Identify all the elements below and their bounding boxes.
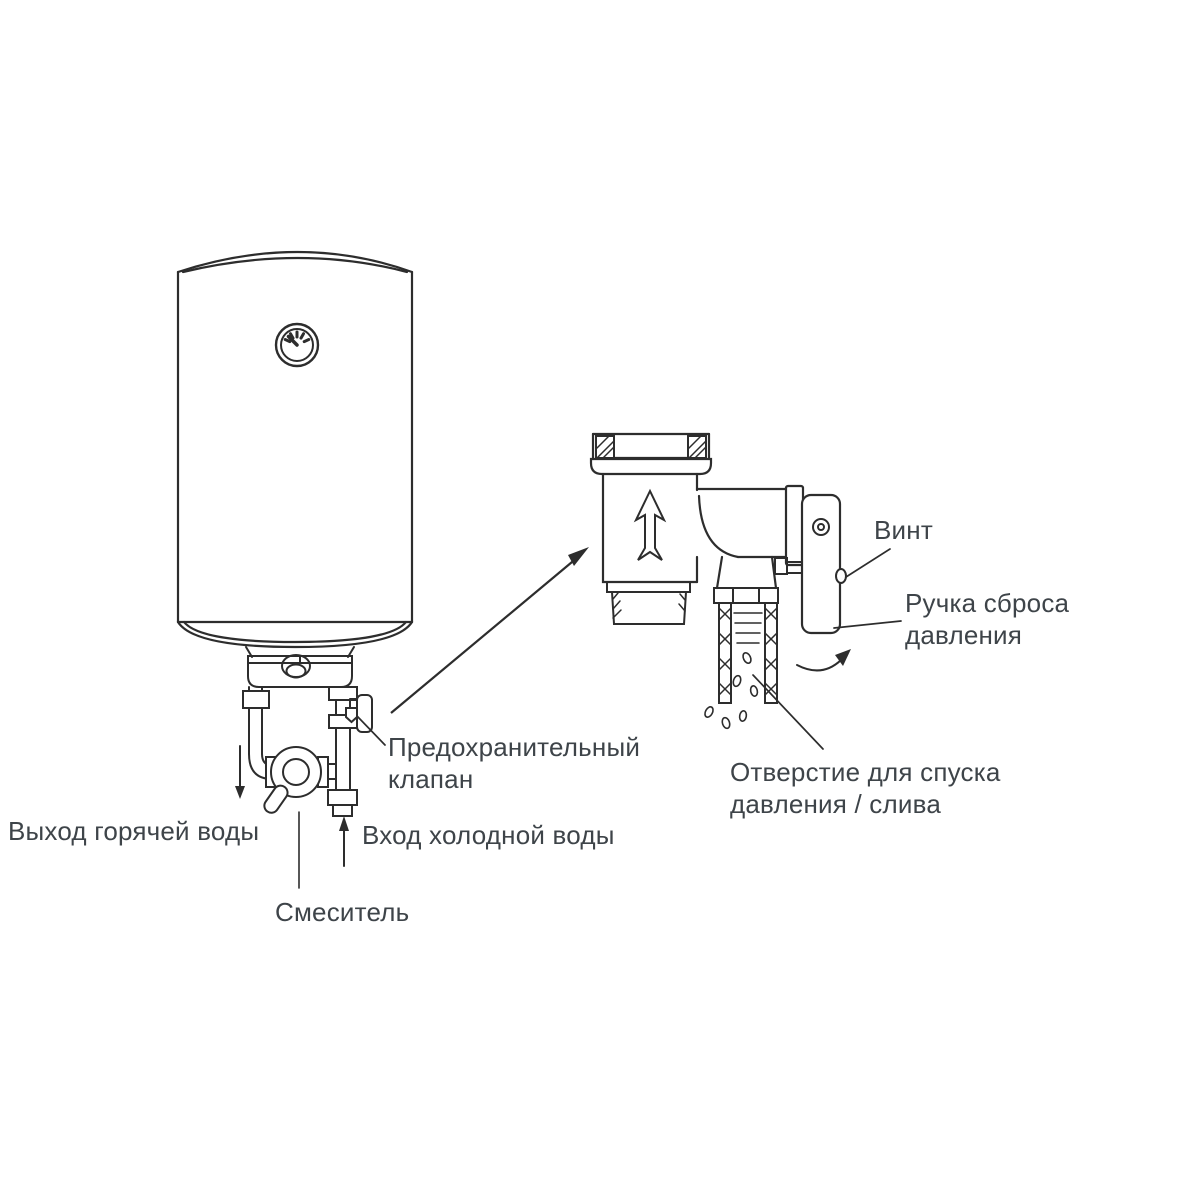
flow-up-arrow-icon [633, 488, 667, 561]
label-screw: Винт [874, 515, 933, 545]
svg-text:Предохранительный: Предохранительный [388, 732, 640, 762]
svg-text:давления: давления [905, 620, 1022, 650]
leader-lines [356, 548, 902, 750]
svg-text:клапан: клапан [388, 764, 473, 794]
handle-rotation-arrow-icon [796, 649, 851, 672]
cold-water-pipe [327, 686, 358, 817]
drain-spout [713, 587, 779, 704]
relief-handle-leader-line [833, 620, 902, 629]
temperature-gauge-icon [274, 322, 320, 368]
label-hot-water-out: Выход горячей воды [8, 816, 259, 846]
hot-flow-down-arrow-icon [235, 745, 245, 799]
svg-text:Отверстие для спуска: Отверстие для спуска [730, 757, 1001, 787]
mixer-valve [263, 746, 337, 814]
drain-hole-leader-line [752, 674, 824, 750]
inlet-fitting [589, 432, 713, 476]
label-cold-water-in: Вход холодной воды [362, 820, 615, 850]
adjust-screw-icon [835, 568, 847, 584]
label-drain-hole: Отверстие для спуска давления / слива [730, 757, 1001, 819]
safety-valve-detail-figure [589, 432, 851, 730]
handle-screw-icon [812, 518, 830, 536]
label-mixer: Смеситель [275, 897, 409, 927]
safety-valve-leader-line [356, 715, 386, 746]
labels: Выход горячей воды Вход холодной воды См… [8, 515, 1070, 927]
cold-flow-up-arrow-icon [339, 816, 349, 867]
screw-leader-line [845, 548, 891, 578]
svg-text:Ручка сброса: Ручка сброса [905, 588, 1070, 618]
water-heater-figure [176, 250, 414, 889]
side-arm [695, 487, 804, 590]
relief-handle [784, 484, 847, 635]
bottom-bracket [245, 646, 355, 688]
svg-text:давления / слива: давления / слива [730, 789, 941, 819]
mini-safety-valve [345, 694, 373, 733]
water-drops-icon [704, 652, 759, 730]
tank-outline [176, 250, 414, 649]
label-safety-valve: Предохранительный клапан [388, 732, 640, 794]
outlet-male-thread [606, 581, 691, 625]
detail-callout-arrow-icon [390, 547, 589, 714]
label-relief-handle: Ручка сброса давления [905, 588, 1070, 650]
